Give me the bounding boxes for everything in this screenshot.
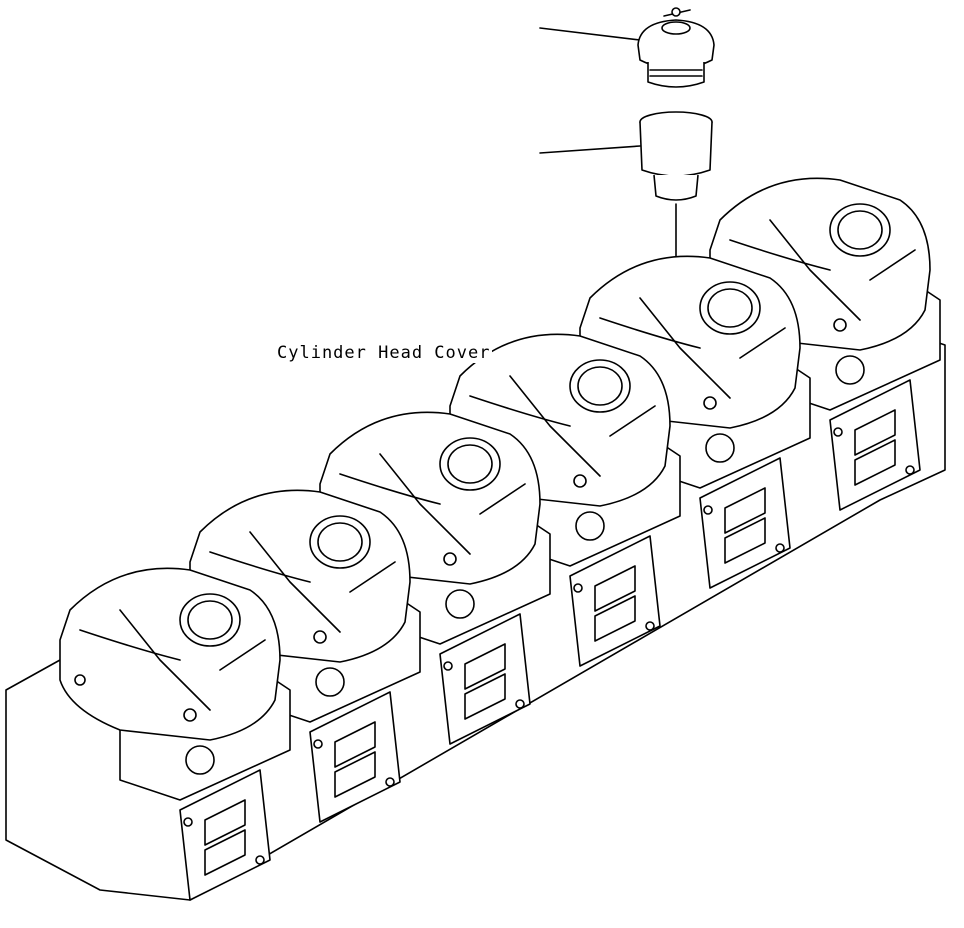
filter-element-icon — [639, 111, 713, 271]
breather-cap-icon — [637, 7, 715, 88]
leader-line-cap — [539, 27, 641, 41]
cover-unit-1 — [59, 567, 291, 901]
cover-unit-3 — [319, 411, 551, 745]
leader-line-filter — [539, 145, 641, 154]
cover-unit-5 — [579, 255, 811, 589]
cylinder-head-cover-label: Cylinder Head Cover — [275, 343, 493, 363]
cylinder-head-covers — [59, 177, 941, 901]
